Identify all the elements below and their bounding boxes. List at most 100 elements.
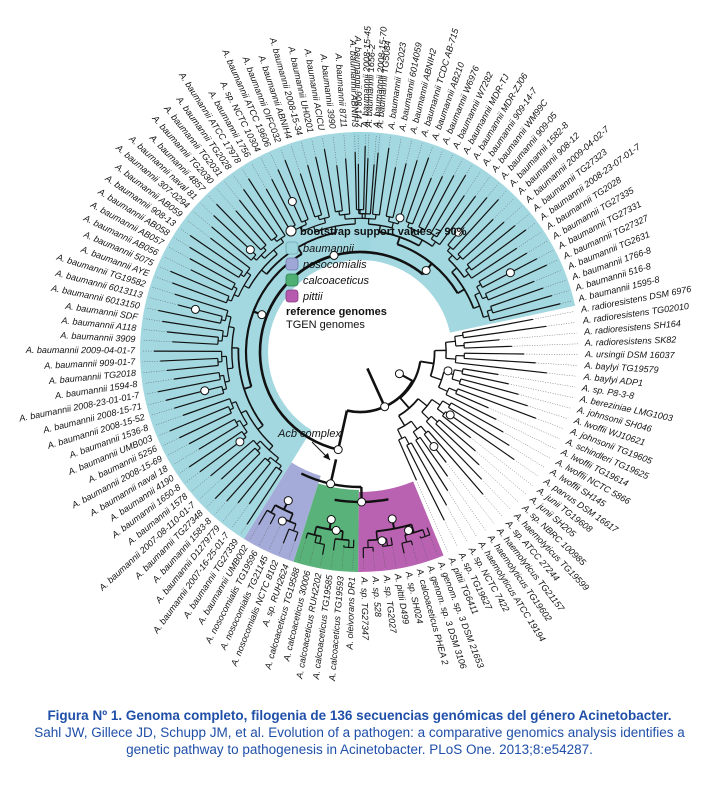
bootstrap-node (387, 514, 397, 524)
branch-radial (483, 315, 489, 318)
leader-line (499, 332, 578, 341)
branch-radial (262, 247, 267, 251)
branch-radial (420, 425, 427, 433)
bootstrap-node (326, 515, 336, 525)
branch-radial (455, 362, 547, 374)
leader-line (503, 431, 551, 459)
branch-radial (455, 344, 465, 347)
caption-citation-line1: Sahl JW, Gillece JD, Schupp JM, et al. E… (34, 725, 685, 740)
branch-radial (451, 378, 461, 382)
branch-radial (487, 309, 492, 312)
branch-radial (158, 309, 221, 324)
branch-radial (233, 294, 239, 298)
branch-radial (421, 411, 430, 420)
branch-radial (478, 252, 528, 282)
branch-arc (484, 293, 489, 301)
leader-line (154, 415, 184, 426)
leader-line (214, 500, 227, 515)
branch-arc (376, 523, 412, 533)
branch-radial (457, 388, 537, 419)
branch-radial (319, 536, 322, 544)
leader-line (475, 450, 526, 495)
branch-radial (430, 375, 442, 381)
branch-radial (378, 225, 382, 232)
tip-label: A. ursingii DSM 16037 (584, 349, 676, 360)
leader-line (231, 503, 250, 529)
branch-radial (410, 420, 418, 430)
branch-radial (392, 163, 407, 218)
species-sectors (140, 132, 576, 572)
branch-radial (243, 385, 252, 390)
branch-radial (304, 220, 307, 225)
branch-radial (390, 537, 393, 546)
branch-radial (442, 400, 451, 406)
bootstrap-node (453, 227, 463, 237)
leader-line (186, 219, 211, 239)
branch-radial (366, 367, 386, 408)
leader-line (419, 536, 428, 560)
bootstrap-node (357, 497, 367, 507)
leader-line (200, 203, 214, 216)
branch-arc (420, 534, 431, 539)
branch-radial (174, 392, 224, 409)
branch-radial (410, 442, 448, 506)
branch-arc (398, 436, 406, 441)
branch-radial (411, 229, 415, 235)
branch-radial (430, 234, 435, 240)
leader-line (299, 538, 307, 562)
leader-line (332, 135, 338, 166)
bootstrap-node (505, 268, 515, 278)
branch-radial (182, 398, 230, 416)
branch-radial (446, 246, 451, 252)
branch-radial (224, 380, 230, 383)
branch-radial (462, 221, 505, 260)
branch-radial (173, 371, 220, 380)
branch-radial (435, 423, 480, 466)
branch-arc (258, 254, 339, 451)
branch-radial (471, 229, 527, 271)
branch-radial (404, 436, 410, 445)
leader-line (367, 134, 370, 159)
leader-line (167, 443, 190, 456)
bootstrap-node (333, 445, 343, 455)
branch-arc (288, 528, 299, 533)
branch-radial (341, 531, 344, 540)
leader-line (341, 545, 345, 570)
leader-line (343, 134, 346, 159)
branch-arc (254, 447, 261, 454)
branch-radial (417, 398, 428, 407)
caption-title: Figura Nº 1. Genoma completo, filogenia … (47, 708, 672, 723)
figure-caption: Figura Nº 1. Genoma completo, filogenia … (0, 707, 719, 758)
tip-label: A. sp. TG27347 (359, 576, 370, 641)
branch-radial (418, 239, 423, 247)
leader-line (143, 329, 168, 333)
branch-radial (385, 538, 389, 546)
branch-radial (463, 273, 469, 278)
branch-radial (188, 418, 235, 445)
branch-radial (410, 524, 415, 533)
branch-radial (425, 420, 483, 480)
leader-line (260, 157, 272, 180)
leader-line (388, 136, 391, 149)
leader-line (395, 137, 402, 168)
leader-line (412, 544, 418, 563)
leader-line (377, 134, 381, 153)
branch-radial (369, 164, 375, 215)
leader-line (532, 311, 575, 320)
branch-radial (307, 165, 323, 216)
branch-radial (211, 226, 252, 261)
branch-radial (463, 339, 500, 344)
leader-line (518, 394, 571, 409)
branch-arc (411, 234, 433, 247)
branch-radial (466, 225, 516, 266)
legend-label-baumannii: baumannii (303, 243, 354, 255)
branch-radial (270, 504, 276, 513)
branch-radial (273, 237, 278, 242)
branch-radial (430, 415, 438, 423)
branch-radial (246, 271, 252, 276)
branch-radial (375, 531, 378, 540)
branch-radial (430, 174, 467, 234)
tip-label: A. oleivorans DR1 (344, 577, 356, 651)
bootstrap-node (329, 250, 339, 260)
